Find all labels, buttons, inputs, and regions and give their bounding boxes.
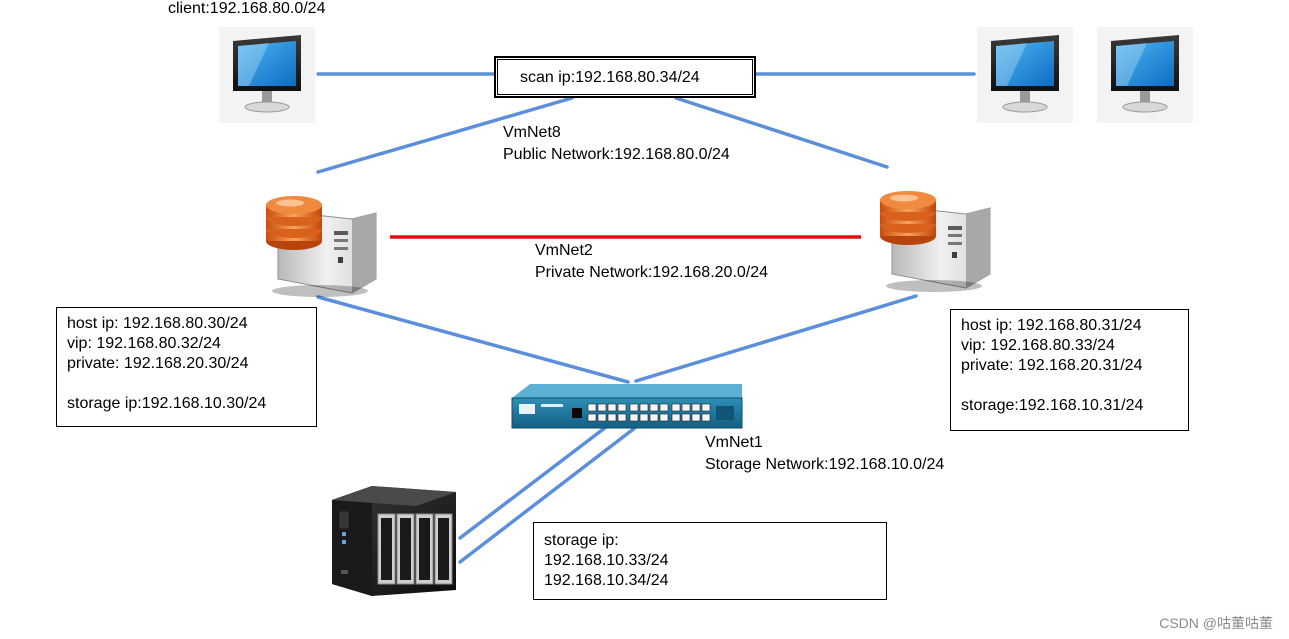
- node2-storage-ip: storage:192.168.10.31/24: [961, 397, 1144, 414]
- storage-network-links: [316, 294, 918, 564]
- node1-storage-ip: storage ip:192.168.10.30/24: [67, 395, 267, 412]
- node1-private-ip: private: 192.168.20.30/24: [67, 355, 249, 372]
- vmnet1-network: Storage Network:192.168.10.0/24: [705, 456, 945, 473]
- storage-ip-1: 192.168.10.33/24: [544, 552, 669, 569]
- client-network-label: client:192.168.80.0/24: [168, 0, 326, 17]
- node2-vip: vip: 192.168.80.33/24: [961, 337, 1115, 354]
- node1-vip: vip: 192.168.80.32/24: [67, 335, 221, 352]
- monitor-icon: [976, 26, 1074, 124]
- monitor-icon: [1096, 26, 1194, 124]
- vmnet8-network: Public Network:192.168.80.0/24: [503, 146, 730, 163]
- storage-info-box: storage ip: 192.168.10.33/24 192.168.10.…: [533, 522, 887, 600]
- nas-storage-icon: [332, 486, 456, 596]
- node1-spacer: [67, 374, 306, 394]
- network-switch-icon: [511, 384, 743, 429]
- storage-ip-2: 192.168.10.34/24: [544, 572, 669, 589]
- node2-spacer: [961, 376, 1178, 396]
- vmnet8-name: VmNet8: [503, 124, 561, 141]
- watermark: CSDN @咕董咕董: [1159, 615, 1273, 631]
- vmnet2-network: Private Network:192.168.20.0/24: [535, 264, 769, 281]
- node2-host-ip: host ip: 192.168.80.31/24: [961, 317, 1142, 334]
- node2-info-box: host ip: 192.168.80.31/24 vip: 192.168.8…: [950, 309, 1189, 431]
- rac-node1-server-icon: [265, 195, 377, 298]
- storage-ip-heading: storage ip:: [544, 532, 619, 549]
- public-network-links: [316, 72, 976, 174]
- scan-ip-box: scan ip:192.168.80.34/24: [494, 56, 756, 98]
- node1-info-box: host ip: 192.168.80.30/24 vip: 192.168.8…: [56, 307, 317, 427]
- vmnet1-name: VmNet1: [705, 434, 763, 451]
- client-monitor-icon: [218, 26, 316, 124]
- vmnet2-name: VmNet2: [535, 242, 593, 259]
- node1-host-ip: host ip: 192.168.80.30/24: [67, 315, 248, 332]
- rac-node2-server-icon: [879, 190, 991, 293]
- scan-ip-label: scan ip:192.168.80.34/24: [520, 69, 700, 86]
- node2-private-ip: private: 192.168.20.31/24: [961, 357, 1143, 374]
